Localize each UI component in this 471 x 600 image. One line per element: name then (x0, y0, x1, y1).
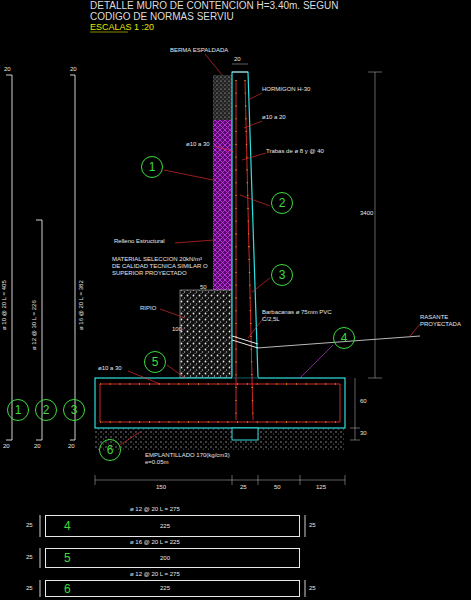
drawing-label: ø 12 @ 30 L = 226 (31, 300, 38, 350)
drawing-label: BERMA ESPALDADA (170, 47, 228, 54)
drawing-label: Barbacanas ø 75mm PVC C/2,5L (262, 309, 334, 323)
drawing-label: EMPLANTILLADO 170(kg/cm3) e=0.05m (145, 452, 230, 466)
drawing-label: ø 12 @ 20 L = 275 (130, 506, 180, 513)
drawing-label: 50 (200, 284, 207, 291)
callout-number: 3 (71, 404, 78, 416)
callout-circle: 5 (144, 351, 166, 373)
drawing-label: RIPIO (140, 305, 156, 312)
drawing-label: 3400 (360, 210, 373, 217)
callout-number: 2 (279, 197, 286, 209)
drawing-label: 20 (3, 443, 10, 450)
drawing-label: ø 16 @ 20 L = 382 (78, 280, 85, 330)
drawing-label: 150 (156, 484, 166, 491)
drawing-label: ø10 a 30 (186, 141, 210, 148)
drawing-label: 25 (309, 522, 316, 529)
callout-number: 6 (107, 444, 114, 456)
drawing-label: 25 (26, 554, 33, 561)
drawing-label: ø10 a 30 (98, 365, 122, 372)
drawing-label: 20 (234, 56, 241, 63)
callout-number: 1 (149, 161, 156, 173)
callout-number: 3 (279, 269, 286, 281)
bar-schedule-box: 6 (45, 580, 300, 597)
drawing-label: 125 (316, 484, 326, 491)
drawing-label: ø 10 @ 20 L = 405 (1, 280, 8, 330)
callout-number: 5 (152, 356, 159, 368)
drawing-label: 20 (34, 443, 41, 450)
drawing-label: 25 (240, 484, 247, 491)
drawing-label: 25 (26, 585, 33, 592)
bar-schedule-box: 5 (45, 548, 300, 568)
callout-circle: 4 (333, 327, 355, 349)
drawing-label: 30 (360, 430, 367, 437)
drawing-label: HORMIGON H-30 (262, 86, 310, 93)
drawing-label: Relleno Estructural (114, 238, 165, 245)
callout-circle: 1 (7, 399, 29, 421)
drawing-label: ø 12 @ 20 L = 275 (130, 571, 180, 578)
drawing-label: 20 (4, 66, 11, 73)
drawing-label: 225 (160, 523, 170, 530)
callout-number: 4 (64, 520, 71, 532)
drawing-label: 200 (160, 555, 170, 562)
drawing-label: MATERIAL SELECCION 20kN/m³ DE CALIDAD TE… (112, 256, 212, 277)
drawing-label: Trabas de ø 8 y @ 40 (266, 148, 324, 155)
callout-number: 2 (43, 404, 50, 416)
callout-number: 4 (341, 332, 348, 344)
callout-number: 5 (64, 552, 71, 564)
drawing-label: ø10 a 20 (262, 114, 286, 121)
callout-circle: 3 (63, 399, 85, 421)
drawing-label: 25 (26, 522, 33, 529)
callout-circle: 2 (271, 192, 293, 214)
drawing-label: 25 (309, 585, 316, 592)
drawing-label: 100 (172, 326, 182, 333)
bar-schedule-box: 4 (45, 515, 300, 537)
drawing-label: 20 (68, 443, 75, 450)
callout-circle: 1 (141, 156, 163, 178)
drawing-title: DETALLE MURO DE CONTENCION H=3.40m. SEGU… (90, 1, 360, 22)
callout-circle: 6 (99, 439, 121, 461)
drawing-label: 50 (274, 484, 281, 491)
callout-number: 1 (15, 404, 22, 416)
drawing-label: 60 (360, 398, 367, 405)
drawing-label: 225 (160, 585, 170, 592)
callout-circle: 3 (271, 264, 293, 286)
drawing-label: 20 (70, 66, 77, 73)
callout-number: 6 (64, 583, 71, 595)
scale-note: ESCALAS 1 :20 (90, 22, 154, 32)
callout-circle: 2 (35, 399, 57, 421)
drawing-label: RASANTE PROYECTADA (420, 314, 468, 328)
drawing-label: ø 16 @ 20 L = 225 (130, 539, 180, 546)
